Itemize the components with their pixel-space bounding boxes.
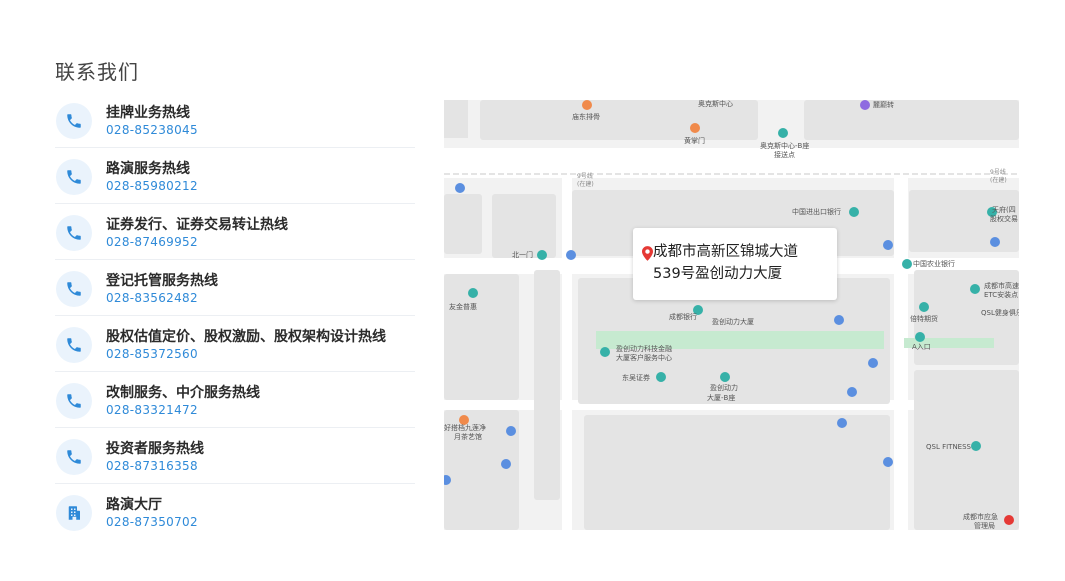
phone-icon [56, 439, 92, 475]
map-label: 友金普惠 [449, 302, 477, 311]
map-label: 黄掌门 [684, 136, 705, 145]
map-label: 大厦客户服务中心 [616, 353, 672, 362]
contact-list: 挂牌业务热线 028-85238045 路演服务热线 028-85980212 … [55, 92, 415, 540]
address-line-2: 539号盈创动力大厦 [653, 266, 783, 282]
contact-item-securities: 证券发行、证券交易转让热线 028-87469952 [55, 204, 415, 260]
map-label: 9号线 [577, 172, 593, 180]
map-label: A入口 [912, 343, 931, 351]
contact-label: 挂牌业务热线 [106, 105, 190, 121]
map-label: 奥克斯中心 [698, 100, 733, 108]
map-label: 9号线 [990, 168, 1006, 176]
location-map[interactable]: 奥克斯中心 麓巅转 庙东排骨 黄掌门 奥克斯中心-B座 接送点 9号线 (在建)… [444, 100, 1019, 530]
contact-number[interactable]: 028-85238045 [106, 123, 198, 137]
page-title: 联系我们 [55, 60, 139, 84]
map-label: (在建) [990, 176, 1007, 184]
map-label: 盈创动力大厦 [712, 317, 754, 326]
contact-item-custody: 登记托管服务热线 028-83562482 [55, 260, 415, 316]
contact-label: 股权估值定价、股权激励、股权架构设计热线 [106, 329, 386, 345]
contact-item-restructure: 改制服务、中介服务热线 028-83321472 [55, 372, 415, 428]
map-label: 好搭档九莲净 [444, 423, 486, 432]
map-label: 大厦-B座 [707, 393, 735, 402]
phone-icon [56, 159, 92, 195]
address-line-1: 成都市高新区锦城大道 [653, 244, 798, 260]
map-label: 盈创动力科技金融 [616, 344, 672, 353]
contact-number[interactable]: 028-87316358 [106, 459, 198, 473]
map-label: 月茶艺馆 [454, 432, 482, 441]
map-canvas: 奥克斯中心 麓巅转 庙东排骨 黄掌门 奥克斯中心-B座 接送点 9号线 (在建)… [444, 100, 1019, 530]
map-label: 麓巅转 [873, 100, 894, 109]
map-label: 庙东排骨 [572, 112, 600, 121]
building-icon [56, 495, 92, 531]
map-label: 中国农业银行 [913, 259, 955, 268]
contact-label: 路演服务热线 [106, 161, 190, 177]
map-label: 成都市应急 [963, 512, 998, 521]
location-pin-icon [642, 246, 653, 261]
contact-number[interactable]: 028-87350702 [106, 515, 198, 529]
map-label: 奥克斯中心-B座 [760, 141, 809, 150]
map-label: ETC安装点 [984, 290, 1018, 299]
map-label: QSL FITNESS [926, 443, 972, 451]
map-label: 北一门 [512, 250, 533, 259]
map-label: 管理局 [974, 521, 995, 530]
phone-icon [56, 271, 92, 307]
contact-number[interactable]: 028-87469952 [106, 235, 198, 249]
map-label: 接送点 [774, 150, 795, 159]
phone-icon [56, 215, 92, 251]
contact-label: 路演大厅 [106, 497, 162, 513]
contact-item-listing: 挂牌业务热线 028-85238045 [55, 92, 415, 148]
contact-number[interactable]: 028-83321472 [106, 403, 198, 417]
address-popup: 成都市高新区锦城大道 539号盈创动力大厦 [633, 228, 837, 300]
contact-label: 证券发行、证券交易转让热线 [106, 217, 288, 233]
map-label: 盈创动力 [710, 383, 738, 392]
contact-number[interactable]: 028-85980212 [106, 179, 198, 193]
contact-label: 投资者服务热线 [106, 441, 204, 457]
contact-item-roadshow: 路演服务热线 028-85980212 [55, 148, 415, 204]
map-label: 中国进出口银行 [792, 207, 841, 216]
map-label: 倍特期货 [910, 314, 938, 323]
map-label: 成都银行 [669, 312, 697, 321]
map-label: QSL健身俱乐 [981, 308, 1019, 317]
phone-icon [56, 383, 92, 419]
contact-number[interactable]: 028-85372560 [106, 347, 198, 361]
map-label: 成都市高速公 [984, 281, 1019, 290]
contact-label: 登记托管服务热线 [106, 273, 218, 289]
contact-item-equity: 股权估值定价、股权激励、股权架构设计热线 028-85372560 [55, 316, 415, 372]
phone-icon [56, 327, 92, 363]
phone-icon [56, 103, 92, 139]
contact-item-investor: 投资者服务热线 028-87316358 [55, 428, 415, 484]
map-label: 东吴证券 [622, 373, 650, 382]
map-label: 天府(四 [992, 205, 1016, 214]
map-label: (在建) [577, 180, 594, 188]
contact-label: 改制服务、中介服务热线 [106, 385, 260, 401]
map-label: 股权交易 [990, 214, 1018, 223]
contact-number[interactable]: 028-83562482 [106, 291, 198, 305]
contact-item-roadshow-hall: 路演大厅 028-87350702 [55, 484, 415, 540]
